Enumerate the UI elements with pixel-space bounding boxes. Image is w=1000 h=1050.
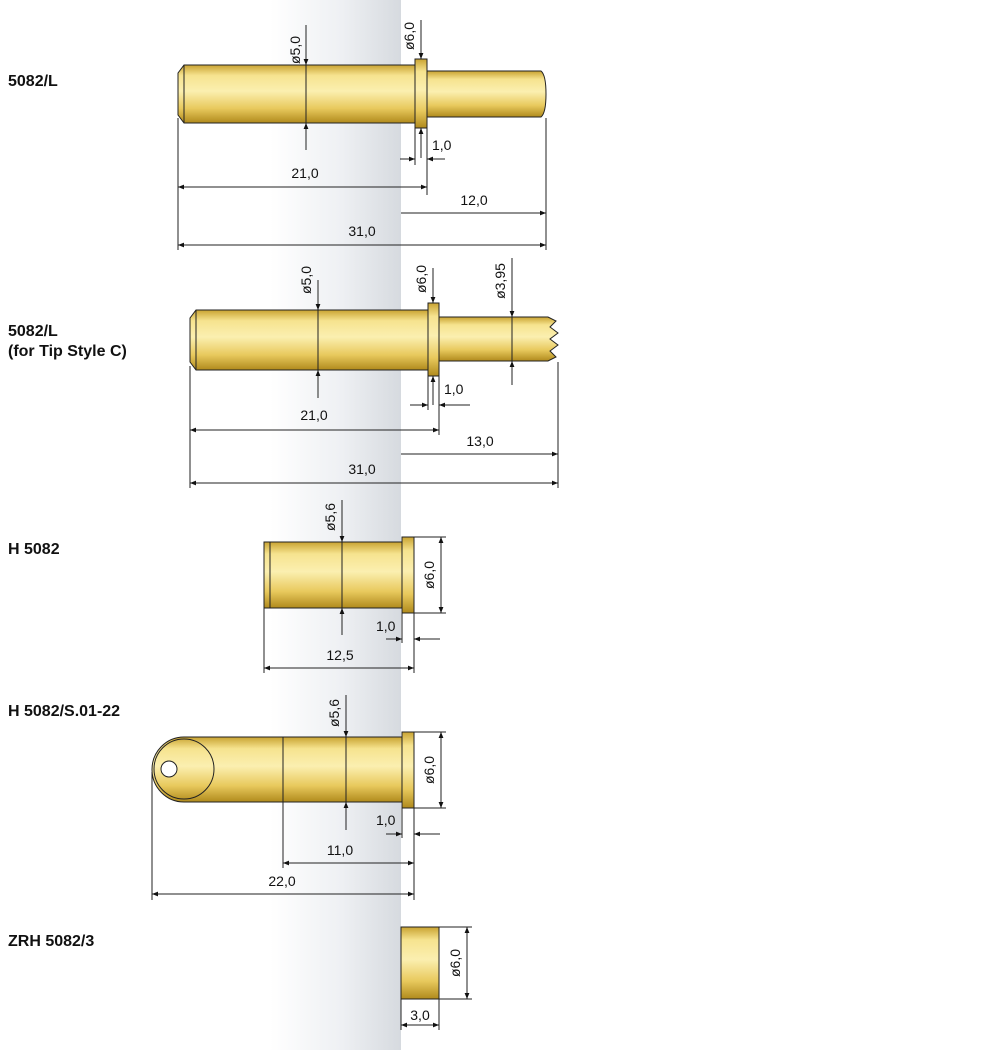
part-body [151,736,403,803]
part-collar [401,536,415,614]
part-5082-l-tip-c [189,258,559,488]
part-collar [401,731,415,809]
part-body [177,64,416,124]
part-zrh-5082-3 [400,926,472,1030]
dim-dia: ø6,0 [447,949,463,977]
part-h-5082 [263,500,446,673]
dim-body-dia: ø5,6 [322,503,338,531]
part-label-line: ZRH 5082/3 [8,933,95,950]
part-label-5082-l-tip-c: 5082/L (for Tip Style C) [8,322,127,362]
dim-body-dia: ø5,0 [287,36,303,64]
dim-body-len: 12,5 [326,647,353,663]
part-label-line: H 5082 [8,541,60,558]
dim-collar-dia: ø6,0 [401,22,417,50]
dim-body-len: 21,0 [300,407,327,423]
dim-collar-dia: ø6,0 [421,561,437,589]
dim-body-len: 21,0 [291,165,318,181]
dim-len: 3,0 [410,1007,430,1023]
part-tip [426,70,547,118]
dim-collar-dia: ø6,0 [421,756,437,784]
background-band [270,0,401,1050]
dim-collar-len: 1,0 [444,381,464,397]
part-h-5082-s01-22 [151,695,446,900]
part-label-line: 5082/L [8,73,58,90]
part-label-5082-l: 5082/L [8,72,58,92]
part-5082-l [177,20,547,250]
part-label-line: H 5082/S.01-22 [8,703,121,720]
dim-collar-len: 1,0 [376,618,396,634]
dim-tip-len: 12,0 [460,192,487,208]
dim-body-dia: ø5,0 [298,266,314,294]
part-label-line: 5082/L [8,323,58,340]
part-label-h-5082: H 5082 [8,540,60,560]
dim-collar-len: 1,0 [376,812,396,828]
part-label-zrh-5082-3: ZRH 5082/3 [8,932,94,952]
eyelet-hole [160,760,178,778]
dim-body-len: 11,0 [327,842,353,858]
part-collar [427,302,440,377]
part-tip-crown [438,316,559,362]
dim-body-dia: ø5,6 [326,699,342,727]
part-ring [400,926,440,1000]
dim-collar-len: 1,0 [432,137,452,153]
part-body [189,309,429,371]
part-collar [414,58,428,129]
dim-total-len: 22,0 [268,873,295,889]
dim-collar-dia: ø6,0 [413,265,429,293]
part-label-line: (for Tip Style C) [8,343,127,360]
dim-tip-dia: ø3,95 [492,263,508,299]
dim-tip-len: 13,0 [466,433,493,449]
part-label-h-5082-s01-22: H 5082/S.01-22 [8,702,120,722]
dim-total-len: 31,0 [348,223,375,239]
dim-total-len: 31,0 [348,461,375,477]
part-body [263,541,403,609]
